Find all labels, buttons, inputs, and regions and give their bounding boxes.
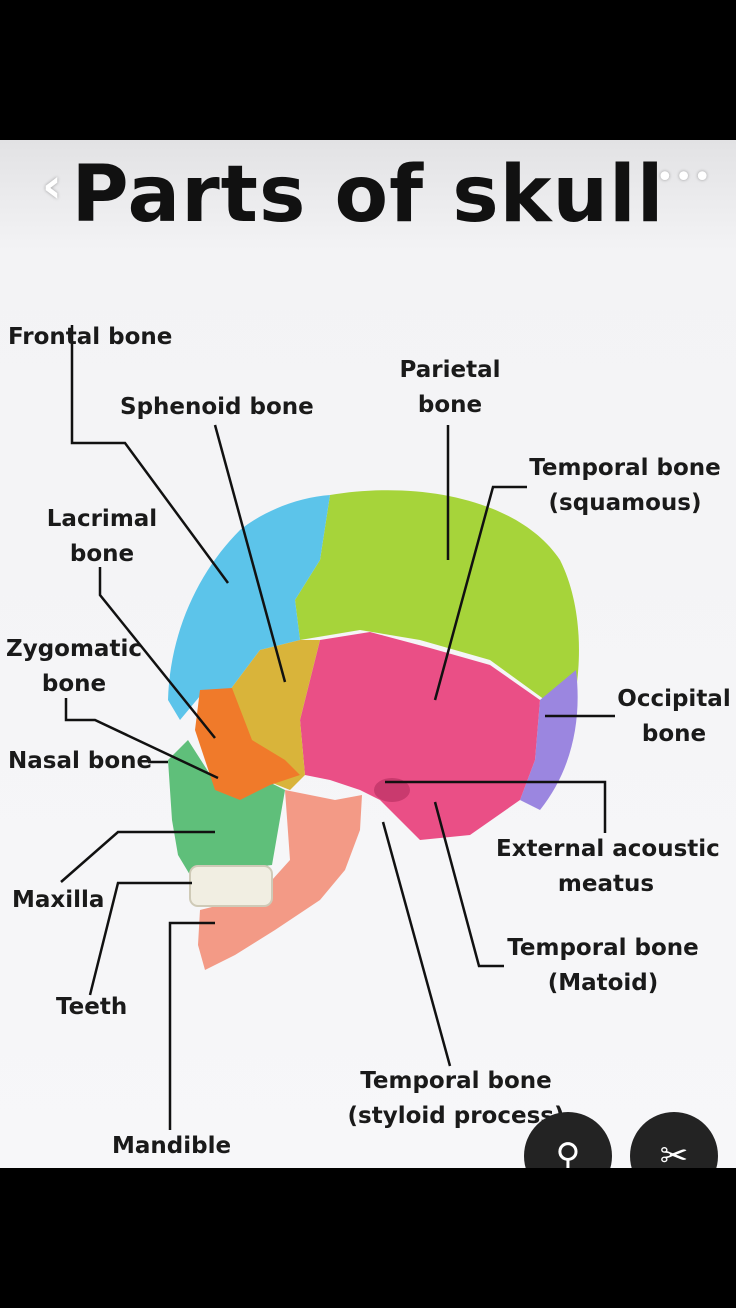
mandible-bone-shape	[198, 790, 362, 970]
label-lacrimal-line1: Lacrimal	[46, 506, 158, 532]
label-temporal-matoid-line2: (Matoid)	[547, 970, 659, 996]
teeth-row-shape	[189, 865, 273, 907]
pointer-lines	[60, 325, 615, 1130]
label-occipital-line1: Occipital	[617, 686, 731, 712]
more-dots-icon[interactable]: •••	[656, 160, 713, 195]
label-temporal-squamous-line1: Temporal bone	[529, 455, 721, 481]
label-sphenoid-bone: Sphenoid bone	[120, 394, 314, 420]
label-lacrimal-line2: bone	[69, 541, 135, 567]
label-temporal-squamous-line2: (squamous)	[548, 490, 702, 516]
label-teeth: Teeth	[56, 994, 128, 1020]
label-occipital-line2: bone	[641, 721, 707, 747]
label-zygomatic-line1: Zygomatic	[6, 636, 142, 662]
label-temporal-styloid-line1: Temporal bone	[360, 1068, 552, 1094]
label-frontal-bone: Frontal bone	[8, 324, 173, 350]
chevron-left-icon[interactable]: ‹	[42, 158, 62, 214]
bottom-black-bar	[0, 1168, 736, 1308]
top-black-bar	[0, 0, 736, 140]
zygomatic-bone-shape	[195, 688, 300, 800]
maxilla-bone-shape	[168, 740, 285, 875]
sphenoid-bone-shape	[230, 640, 320, 790]
label-nasal-bone: Nasal bone	[8, 748, 153, 774]
frontal-bone-shape	[168, 495, 330, 720]
label-temporal-styloid-line2: (styloid process)	[347, 1103, 565, 1129]
label-zygomatic-line2: bone	[41, 671, 107, 697]
occipital-bone-shape	[520, 670, 578, 810]
label-mandible: Mandible	[112, 1133, 232, 1159]
label-temporal-matoid-line1: Temporal bone	[507, 935, 699, 961]
label-external-acoustic-line1: External acoustic	[496, 836, 720, 862]
label-external-acoustic-line2: meatus	[557, 871, 655, 897]
ear-canal-shape	[374, 778, 410, 802]
parietal-bone-shape	[295, 490, 579, 700]
label-maxilla: Maxilla	[12, 887, 105, 913]
label-parietal-line1: Parietal	[399, 357, 501, 383]
page-title: Parts of skull	[71, 150, 665, 240]
temporal-bone-shape	[300, 632, 540, 840]
label-parietal-line2: bone	[417, 392, 483, 418]
